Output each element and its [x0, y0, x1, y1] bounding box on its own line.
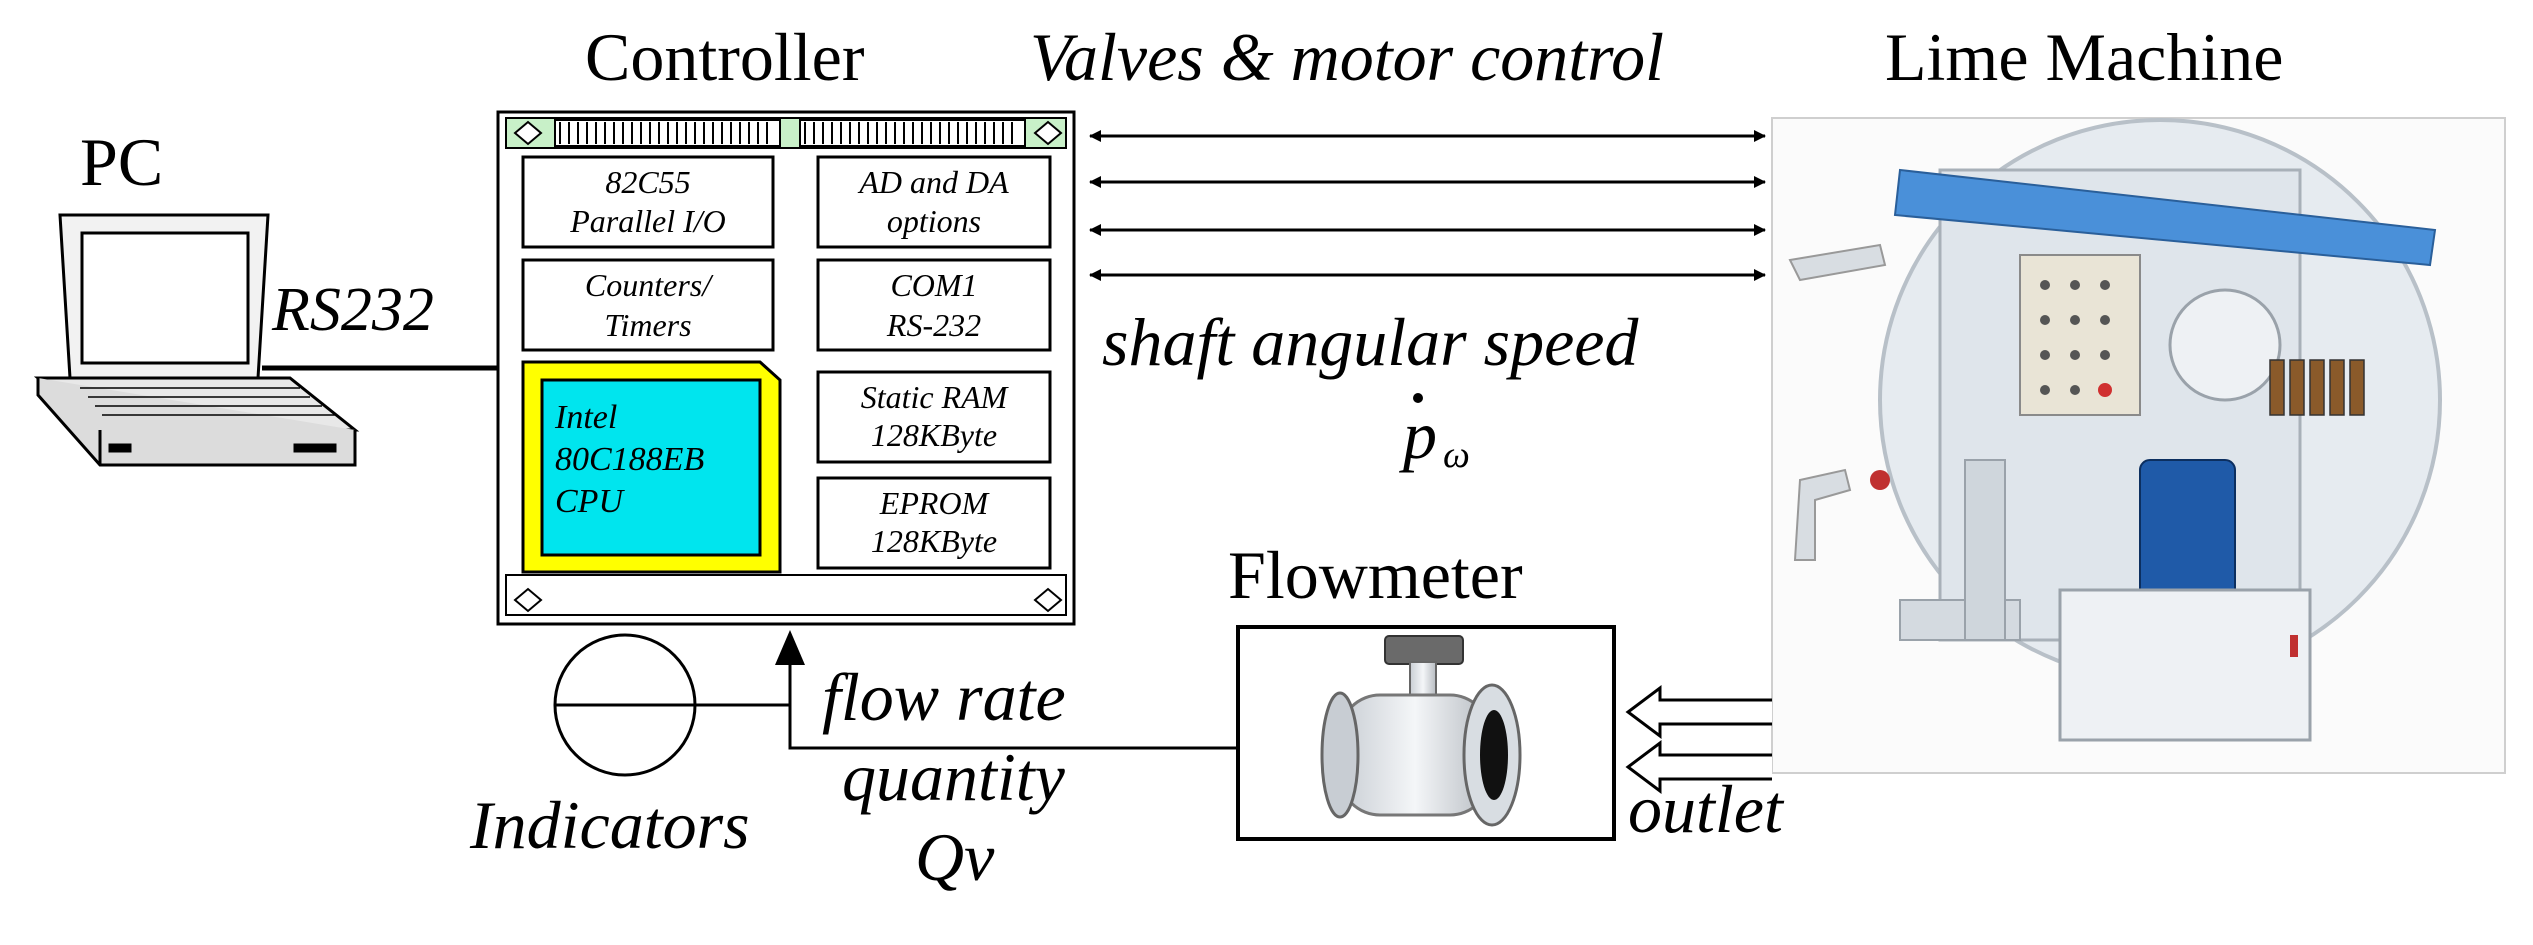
flow-signal-line [788, 660, 1238, 750]
com1-line1: COM1 [890, 267, 977, 303]
flowmeter-device-icon [1320, 635, 1522, 827]
cpu-line2: 80C188EB [555, 441, 704, 478]
adda-line1: AD and DA [857, 164, 1009, 200]
eprom-line2: 128KByte [871, 523, 997, 559]
p-omega-p: p [1399, 397, 1437, 473]
controller-label: Controller [585, 19, 865, 95]
cpu-line3: CPU [555, 483, 625, 520]
adda-block [816, 155, 1052, 249]
outlet-label: outlet [1628, 771, 1785, 847]
outlet-arrows [1625, 685, 1772, 794]
quantity-label: quantity [842, 739, 1066, 815]
ram-line1: Static RAM [861, 379, 1010, 415]
qv-label: Qv [915, 819, 995, 895]
p-omega-symbol: p ω [1399, 393, 1470, 476]
ram-line2: 128KByte [871, 417, 997, 453]
lime-machine-label: Lime Machine [1885, 19, 2283, 95]
ram-block [816, 370, 1052, 464]
ppi-line1: 82C55 [605, 164, 690, 200]
lime-machine-image [1771, 117, 2506, 774]
indicator-gauge-icon [553, 633, 697, 777]
com1-block [816, 258, 1052, 352]
p-omega-sub: ω [1443, 434, 1470, 476]
com1-line2: RS-232 [886, 307, 981, 343]
controller-board: 82C55 Parallel I/O AD and DA options Cou… [496, 110, 1076, 626]
cpu-line1: Intel [554, 399, 617, 436]
ppi-line2: Parallel I/O [569, 203, 726, 239]
valves-motor-label: Valves & motor control [1030, 19, 1664, 95]
connector-pins [554, 119, 1026, 147]
cpu-chip: Intel 80C188EB CPU [521, 360, 782, 574]
eprom-line1: EPROM [879, 485, 991, 521]
eprom-block [816, 476, 1052, 570]
control-arrows [1089, 130, 1766, 281]
flow-rate-label: flow rate [822, 659, 1066, 735]
rs232-label: RS232 [271, 276, 434, 344]
counters-block [521, 258, 775, 352]
shaft-speed-label: shaft angular speed [1102, 304, 1639, 380]
flowmeter-label: Flowmeter [1228, 537, 1523, 613]
counters-line2: Timers [604, 307, 691, 343]
flowmeter-box [1236, 625, 1616, 841]
pc-label: PC [80, 124, 163, 200]
adda-line2: options [887, 203, 981, 239]
counters-line1: Counters/ [585, 267, 714, 303]
indicators-label: Indicators [469, 787, 750, 863]
ppi-block [521, 155, 775, 249]
pc-laptop-icon [33, 213, 360, 467]
